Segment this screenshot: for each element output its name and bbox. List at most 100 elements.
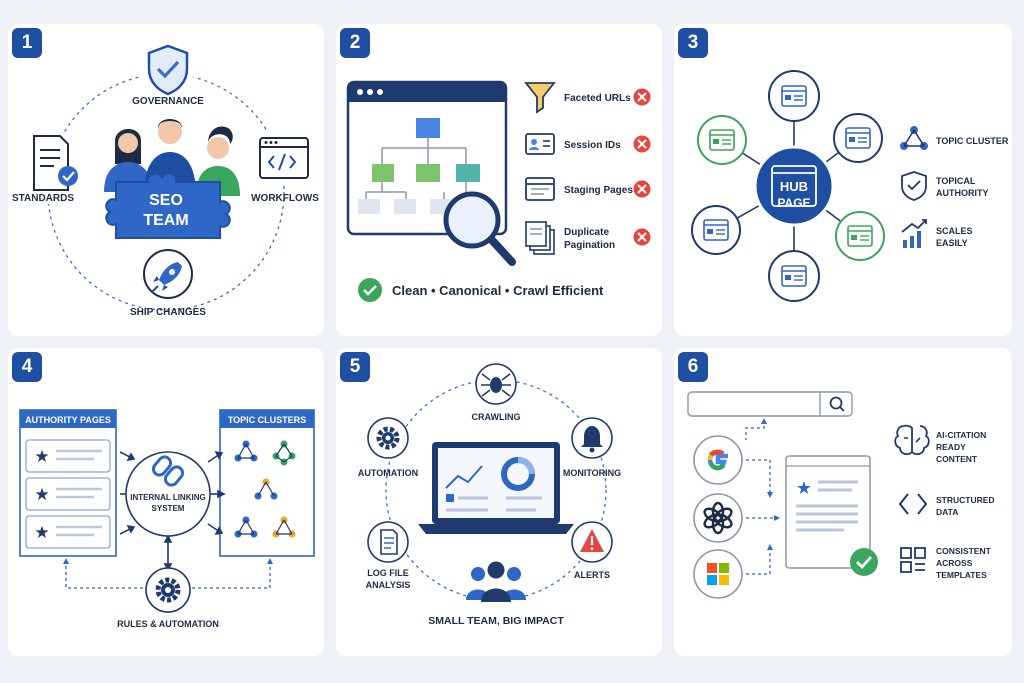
panel-internal-linking: 4 ★ ★ ★ AUTHORITY PAGES [8,348,324,656]
alert-icon [571,521,613,563]
star-icon: ★ [34,523,49,543]
seo-team-puzzle [105,172,231,239]
funnel-icon [524,82,556,114]
seo-team-diagram: GOVERNANCE STANDARDS WORKFLOWS SHIP CHAN… [12,41,319,318]
panel-crawl-control: 2 [336,24,662,336]
topic-clusters-title: TOPIC CLUSTERS [228,415,306,425]
page-node-icon [691,205,741,255]
bell-icon [571,417,613,459]
automation-label: AUTOMATION [358,468,418,478]
ai-search-diagram: ★ AI-CITATION READY [687,391,995,599]
hub-text-line1: HUB [780,179,808,194]
item-label: Duplicate [564,227,609,238]
cluster-icon [254,478,278,500]
puzzle-text-line1: SEO [149,192,183,209]
feature-label: AI-CITATION [936,430,986,440]
search-bar [687,391,853,417]
x-mark-icon [633,180,651,198]
panel-number: 4 [12,352,42,382]
page-node-icon [835,211,885,261]
feature-label: STRUCTURED [936,495,995,505]
pages-icon [525,221,555,255]
green-check-icon [850,548,878,576]
authority-pages-box: ★ ★ ★ [19,409,117,557]
laptop-dashboard-illustration [418,442,574,534]
star-icon: ★ [34,485,49,505]
feature-label: TEMPLATES [936,570,987,580]
google-logo-icon [693,435,743,485]
item-label: Pagination [564,240,615,251]
shield-icon [901,171,927,201]
crawling-label: CRAWLING [472,412,521,422]
page-node-icon [768,250,820,302]
automation-monitoring-diagram: CRAWLING AUTOMATION MONITORING LOG FILE … [358,363,621,627]
openai-logo-icon [693,493,743,543]
puzzle-text-line2: TEAM [143,212,188,229]
panel-number: 2 [340,28,370,58]
panel-number: 3 [678,28,708,58]
panel-hub-page: 3 [674,24,1012,336]
internal-linking-hub [125,451,211,537]
monitoring-label: MONITORING [563,468,621,478]
panel-number: 1 [12,28,42,58]
page-node-icon [768,70,820,122]
feature-label: READY [936,442,966,452]
workflows-label: WORKFLOWS [251,193,319,204]
feature-label: EASILY [936,238,968,248]
window-icon [525,177,555,201]
rocket-icon [143,249,193,299]
panel-number: 6 [678,352,708,382]
green-check-icon [358,278,382,302]
feature-label: TOPICAL [936,176,976,186]
x-mark-icon [633,135,651,153]
hub-text-line2: PAGE [777,196,810,210]
template-grid-icon [900,547,926,573]
search-icon [829,396,845,412]
center-label-line2: SYSTEM [152,504,185,513]
hub-spoke-diagram: HUB PAGE TOPIC CLUSTER TOPICAL AUTHORITY… [691,70,1009,302]
code-window-icon [254,132,312,182]
feature-label: ACROSS [936,558,973,568]
feature-label: CONTENT [936,454,978,464]
authority-pages-title: AUTHORITY PAGES [25,415,111,425]
star-icon: ★ [796,478,812,499]
cluster-icon [272,440,296,466]
chain-link-icon [151,455,185,487]
panel-ai-search: 6 [674,348,1012,656]
panel-seo-team: 1 [8,24,324,336]
feature-label: CONSISTENT [936,546,992,556]
footer-text: Clean • Canonical • Crawl Efficient [392,283,604,298]
topic-clusters-box [219,409,315,557]
page-node-icon [833,113,883,163]
panel-automation-monitoring: 5 CRAWLING AUTOMATION [336,348,662,656]
footer-text: SMALL TEAM, BIG IMPACT [428,615,564,627]
log-file-label-line2: ANALYSIS [366,580,411,590]
x-mark-icon [633,228,651,246]
id-card-icon [525,133,555,155]
code-icon [898,493,928,515]
item-label: Session IDs [564,140,621,151]
x-mark-icon [633,88,651,106]
document-check-icon [14,132,78,204]
cluster-icon [234,440,258,462]
internal-linking-diagram: ★ ★ ★ AUTHORITY PAGES [19,409,315,629]
feature-label: AUTHORITY [936,188,989,198]
panel-number: 5 [340,352,370,382]
alerts-label: ALERTS [574,570,610,580]
gear-icon [367,417,409,459]
standards-label: STANDARDS [12,193,74,204]
cluster-icon [900,126,928,150]
growth-chart-icon [901,219,927,248]
hub-page-node [753,145,835,227]
star-icon: ★ [34,447,49,467]
rules-automation-label: RULES & AUTOMATION [117,619,219,629]
magnifier-icon [443,191,516,266]
cluster-icon [272,516,296,538]
ship-changes-label: SHIP CHANGES [130,307,206,318]
gear-icon [145,567,191,613]
cluster-icon [234,516,258,538]
governance-label: GOVERNANCE [132,96,204,107]
crawl-control-diagram: Faceted URLs Session IDs Staging Pages D… [346,80,651,302]
spider-icon [475,363,517,405]
brain-icon [894,424,930,455]
